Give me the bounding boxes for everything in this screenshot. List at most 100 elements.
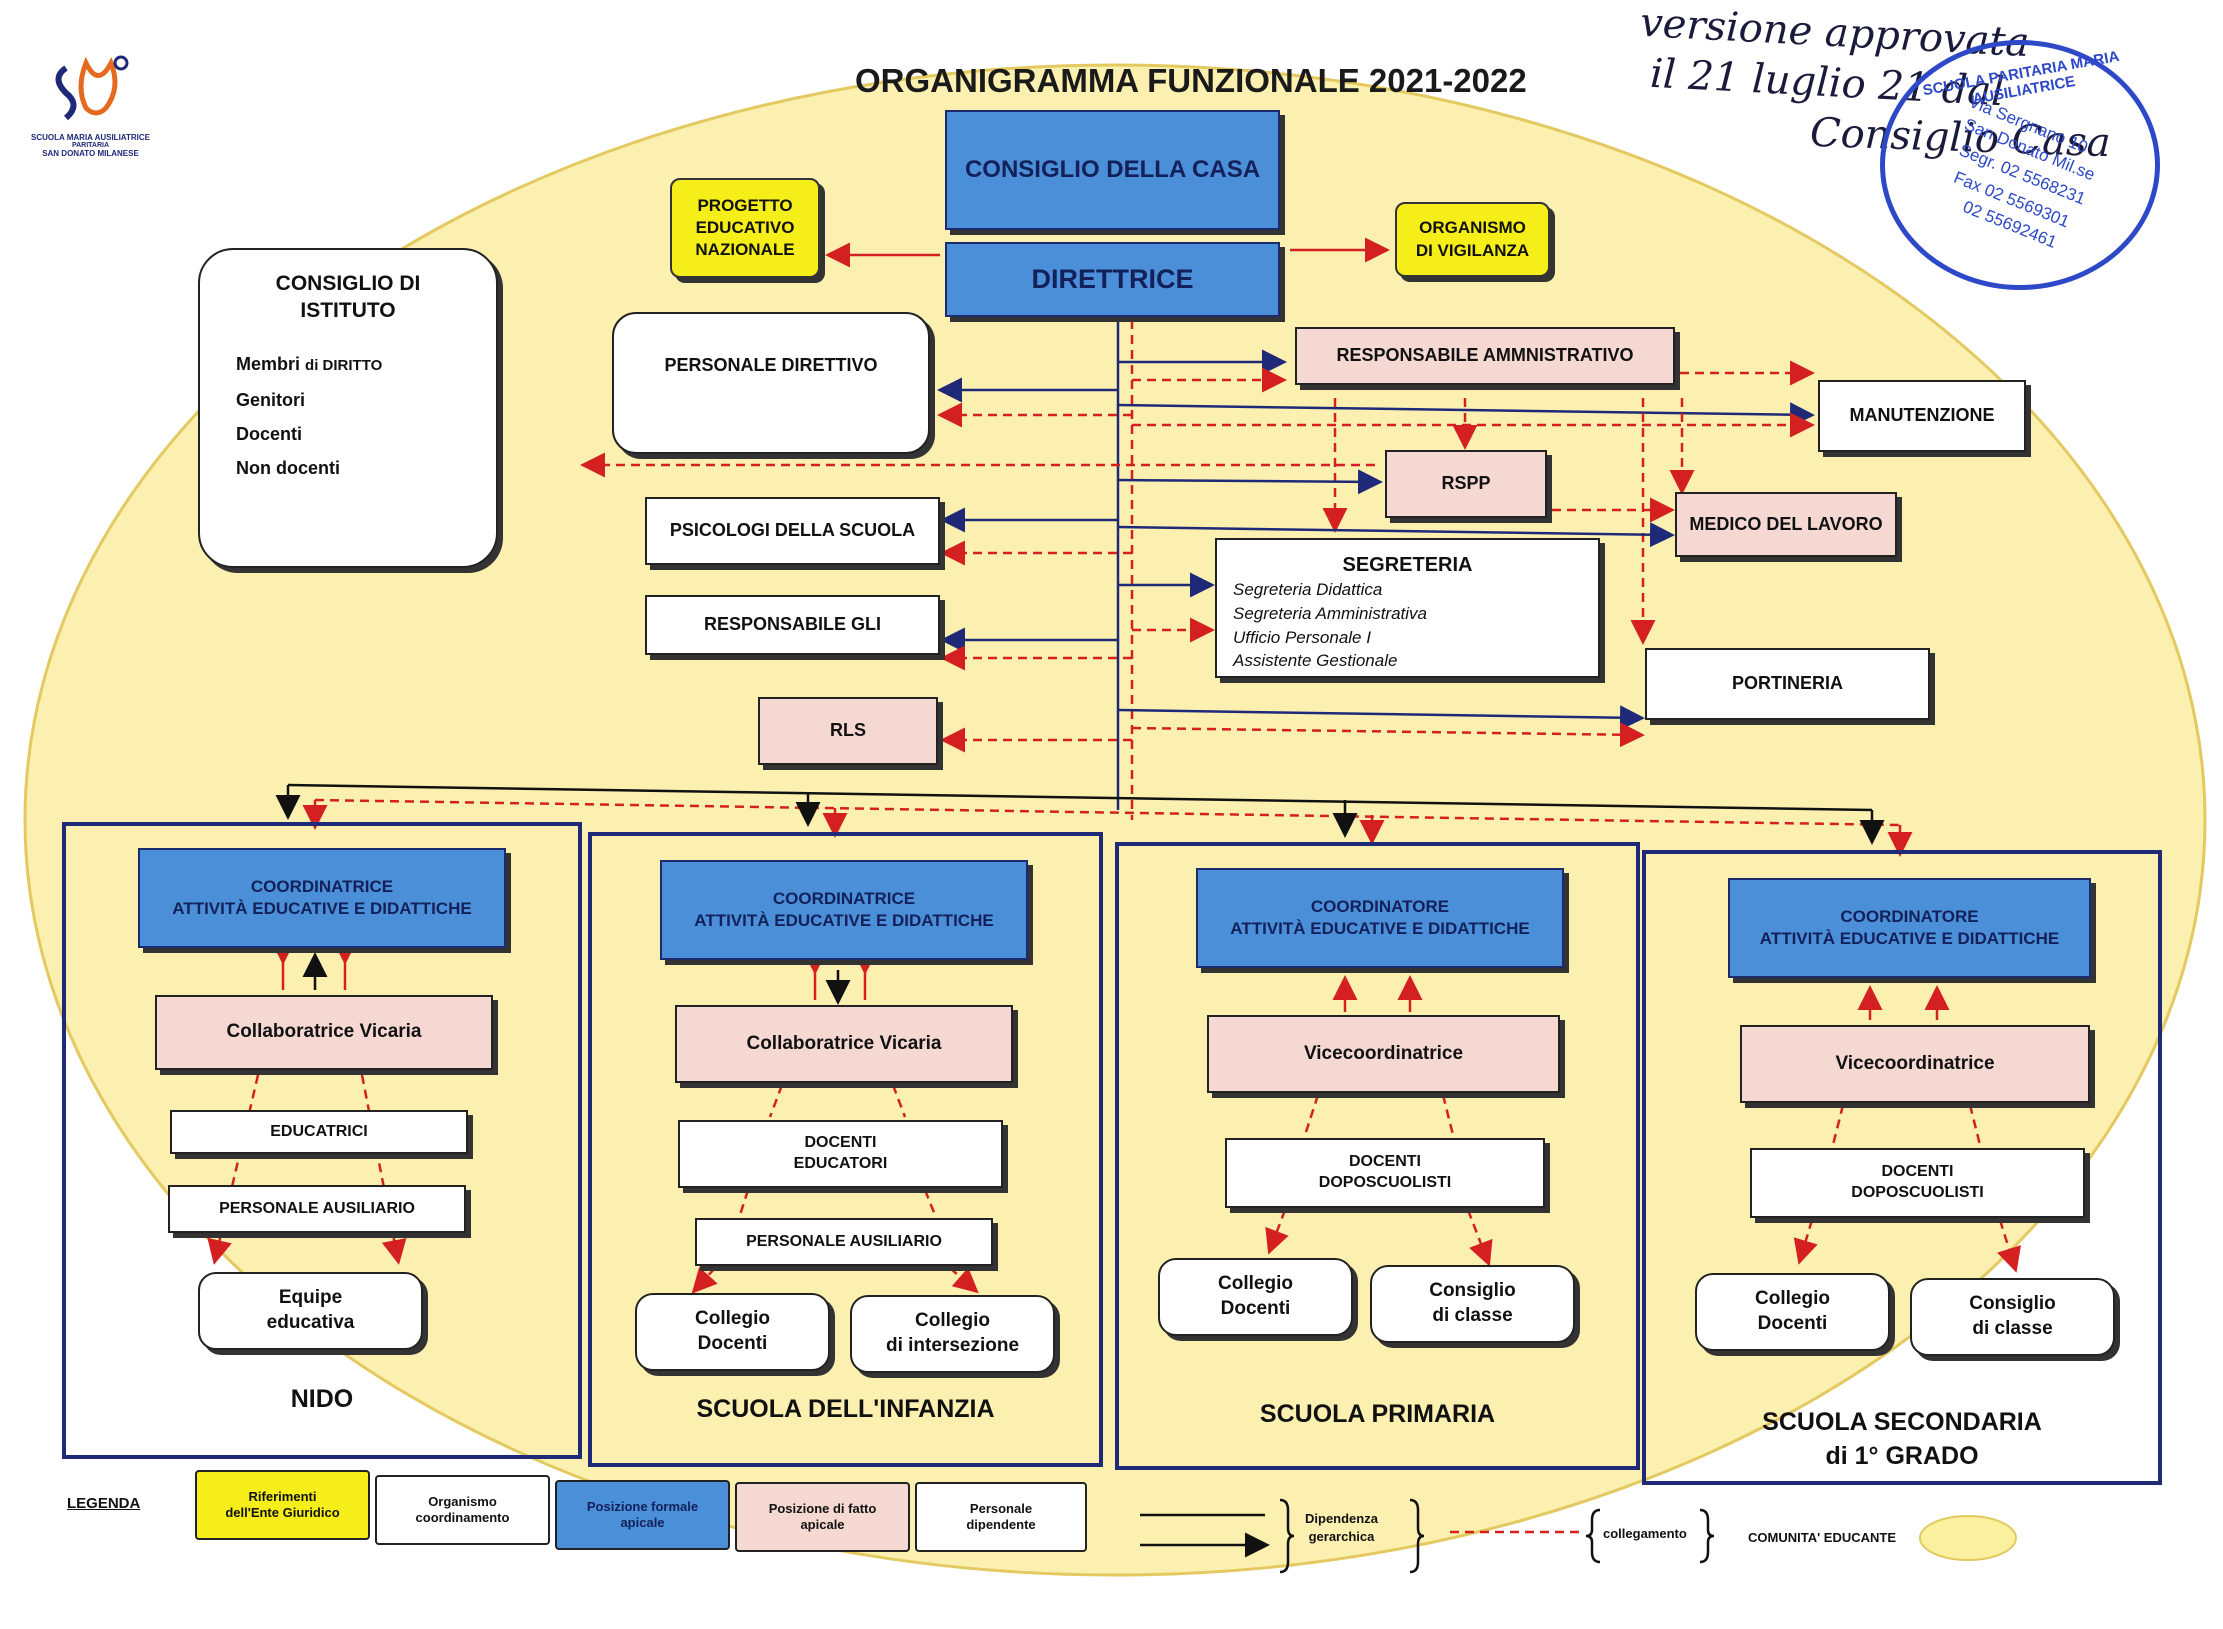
secondaria-coord-line-2: ATTIVITÀ EDUCATIVE E DIDATTICHE xyxy=(1759,929,2060,948)
infanzia-collegio-line-2: Docenti xyxy=(697,1333,768,1354)
secondaria-vice-label: Vicecoordinatrice xyxy=(1835,1052,1995,1074)
primaria-collegio-line-1: Collegio xyxy=(1218,1273,1293,1295)
infanzia-collegio-intersezione-box: Collegio di intersezione xyxy=(850,1295,1055,1373)
organismo-line-2: DI VIGILANZA xyxy=(1415,240,1530,260)
nido-equipe-line-2: educativa xyxy=(266,1312,355,1333)
legend-label: LEGENDA xyxy=(67,1495,141,1512)
secondaria-consiglio-line-1: Consiglio xyxy=(1969,1293,2056,1315)
nido-personale-ausiliario-box: PERSONALE AUSILIARIO xyxy=(168,1185,466,1233)
segreteria-label: SEGRETERIA xyxy=(1342,554,1473,576)
responsabile-amministrativo-label: RESPONSABILE AMMNISTRATIVO xyxy=(1336,345,1634,366)
infanzia-collegio-docenti-box: Collegio Docenti xyxy=(635,1293,830,1371)
member-genitori: Genitori xyxy=(236,389,306,410)
logo-sub: PARITARIA xyxy=(71,142,110,149)
secondaria-collegio-box: Collegio Docenti xyxy=(1695,1273,1890,1351)
primaria-vice-label: Vicecoordinatrice xyxy=(1303,1042,1464,1064)
secondaria-consiglio-line-2: di classe xyxy=(1972,1318,2053,1339)
consiglio-della-casa-label: CONSIGLIO DELLA CASA xyxy=(964,156,1261,184)
nido-educatrici-label: EDUCATRICI xyxy=(270,1122,368,1140)
infanzia-intersezione-line-1: Collegio xyxy=(915,1310,990,1332)
infanzia-intersezione-line-2: di intersezione xyxy=(885,1335,1020,1356)
legend-organismo-line-2: coordinamento xyxy=(415,1510,510,1525)
infanzia-coordinatrice-box: COORDINATRICE ATTIVITÀ EDUCATIVE E DIDAT… xyxy=(660,860,1028,960)
personale-direttivo-label: PERSONALE DIRETTIVO xyxy=(664,355,878,375)
primaria-vice-box: Vicecoordinatrice xyxy=(1207,1015,1560,1093)
legend-collegamento: collegamento xyxy=(1603,1526,1687,1541)
nido-equipe-line-1: Equipe xyxy=(278,1287,343,1309)
primaria-collegio-line-2: Docenti xyxy=(1220,1298,1291,1319)
infanzia-ausiliario-label: PERSONALE AUSILIARIO xyxy=(746,1232,942,1250)
infanzia-title: SCUOLA DELL'INFANZIA xyxy=(696,1395,995,1423)
comunita-educante-ellipse xyxy=(23,63,2207,1577)
rls-label: RLS xyxy=(830,720,866,741)
primaria-consiglio-line-2: di classe xyxy=(1432,1305,1513,1326)
medico-lavoro-label: MEDICO DEL LAVORO xyxy=(1689,513,1883,534)
secondaria-title: SCUOLA SECONDARIA di 1° GRADO xyxy=(1642,1405,2162,1473)
manutenzione-label: MANUTENZIONE xyxy=(1849,405,1995,426)
legend-riferimenti-line-2: dell'Ente Giuridico xyxy=(225,1505,340,1520)
infanzia-vicaria-box: Collaboratrice Vicaria xyxy=(675,1005,1013,1083)
organismo-line-1: ORGANISMO xyxy=(1419,218,1526,238)
infanzia-coord-line-1: COORDINATRICE xyxy=(772,888,916,908)
secondaria-title-line-2: di 1° GRADO xyxy=(1825,1442,1979,1470)
legend-dipendenza: Dipendenza gerarchica xyxy=(1305,1510,1378,1546)
responsabile-amministrativo-box: RESPONSABILE AMMNISTRATIVO xyxy=(1295,327,1675,385)
secondaria-docenti-line-2: DOPOSCUOLISTI xyxy=(1851,1184,1984,1201)
legend-formale: Posizione formale apicale xyxy=(555,1480,730,1550)
medico-lavoro-box: MEDICO DEL LAVORO xyxy=(1675,492,1897,557)
segreteria-item-ufficio: Ufficio Personale I xyxy=(1233,627,1371,647)
member-docenti: Docenti xyxy=(236,423,303,444)
secondaria-vice-box: Vicecoordinatrice xyxy=(1740,1025,2090,1103)
responsabile-gli-label: RESPONSABILE GLI xyxy=(703,614,882,635)
rspp-label: RSPP xyxy=(1441,473,1491,494)
personale-direttivo-box: PERSONALE DIRETTIVO xyxy=(612,312,930,454)
progetto-line-2: EDUCATIVO xyxy=(695,217,795,237)
consiglio-istituto-box: CONSIGLIO DI ISTITUTO Membri di DIRITTO … xyxy=(198,248,498,568)
secondaria-docenti-line-1: DOCENTI xyxy=(1881,1163,1954,1181)
primaria-coordinatore-box: COORDINATORE ATTIVITÀ EDUCATIVE E DIDATT… xyxy=(1196,868,1564,968)
panel-primaria xyxy=(1115,842,1640,1470)
secondaria-collegio-line-2: Docenti xyxy=(1757,1313,1828,1334)
panel-infanzia xyxy=(588,832,1103,1467)
progetto-educativo-box: PROGETTO EDUCATIVO NAZIONALE xyxy=(670,178,820,278)
secondaria-title-line-1: SCUOLA SECONDARIA xyxy=(1762,1408,2042,1436)
legend-dipendenza-line-1: Dipendenza xyxy=(1305,1511,1378,1526)
infanzia-docenti-line-2: EDUCATORI xyxy=(793,1155,888,1172)
organismo-vigilanza-box: ORGANISMO DI VIGILANZA xyxy=(1395,202,1550,277)
page-title: ORGANIGRAMMA FUNZIONALE 2021-2022 xyxy=(855,62,1527,99)
secondaria-coord-line-1: COORDINATORE xyxy=(1840,906,1979,926)
psicologi-label: PSICOLOGI DELLA SCUOLA xyxy=(669,520,916,541)
nido-coord-line-2: ATTIVITÀ EDUCATIVE E DIDATTICHE xyxy=(172,899,472,918)
legend-dipendente: Personale dipendente xyxy=(915,1482,1087,1552)
secondaria-docenti-box: DOCENTI DOPOSCUOLISTI xyxy=(1750,1148,2085,1218)
segreteria-item-amministrativa: Segreteria Amministrativa xyxy=(1233,603,1427,623)
progetto-line-1: PROGETTO xyxy=(697,195,793,215)
member-diritto: di DIRITTO xyxy=(305,356,383,374)
secondaria-coordinatore-box: COORDINATORE ATTIVITÀ EDUCATIVE E DIDATT… xyxy=(1728,878,2091,978)
progetto-line-3: NAZIONALE xyxy=(695,240,795,260)
segreteria-items: Segreteria Didattica Segreteria Amminist… xyxy=(1233,578,1427,673)
school-logo-icon xyxy=(55,55,128,121)
legend-organismo: Organismo coordinamento xyxy=(375,1475,550,1545)
panel-secondaria xyxy=(1642,850,2162,1485)
primaria-collegio-box: Collegio Docenti xyxy=(1158,1258,1353,1336)
legend-formale-line-1: Posizione formale xyxy=(586,1498,699,1514)
rls-box: RLS xyxy=(758,697,938,765)
legend-comunita: COMUNITA' EDUCANTE xyxy=(1748,1530,1897,1545)
rspp-box: RSPP xyxy=(1385,450,1547,518)
infanzia-coord-line-2: ATTIVITÀ EDUCATIVE E DIDATTICHE xyxy=(694,911,994,930)
consiglio-istituto-title-2: ISTITUTO xyxy=(300,299,396,323)
legend-organismo-line-1: Organismo xyxy=(428,1493,497,1509)
nido-educatrici-box: EDUCATRICI xyxy=(170,1110,468,1154)
infanzia-personale-ausiliario-box: PERSONALE AUSILIARIO xyxy=(695,1218,993,1266)
legend-dipendente-line-1: Personale xyxy=(969,1500,1033,1516)
direttrice-label: DIRETTRICE xyxy=(1031,263,1194,294)
segreteria-item-didattica: Segreteria Didattica xyxy=(1233,580,1383,599)
secondaria-collegio-line-1: Collegio xyxy=(1755,1288,1830,1310)
consiglio-della-casa-box: CONSIGLIO DELLA CASA xyxy=(945,110,1280,230)
segreteria-item-assistente: Assistente Gestionale xyxy=(1233,651,1398,671)
nido-equipe-box: Equipe educativa xyxy=(198,1272,423,1350)
responsabile-gli-box: RESPONSABILE GLI xyxy=(645,595,940,655)
infanzia-docenti-educatori-box: DOCENTI EDUCATORI xyxy=(678,1120,1003,1188)
